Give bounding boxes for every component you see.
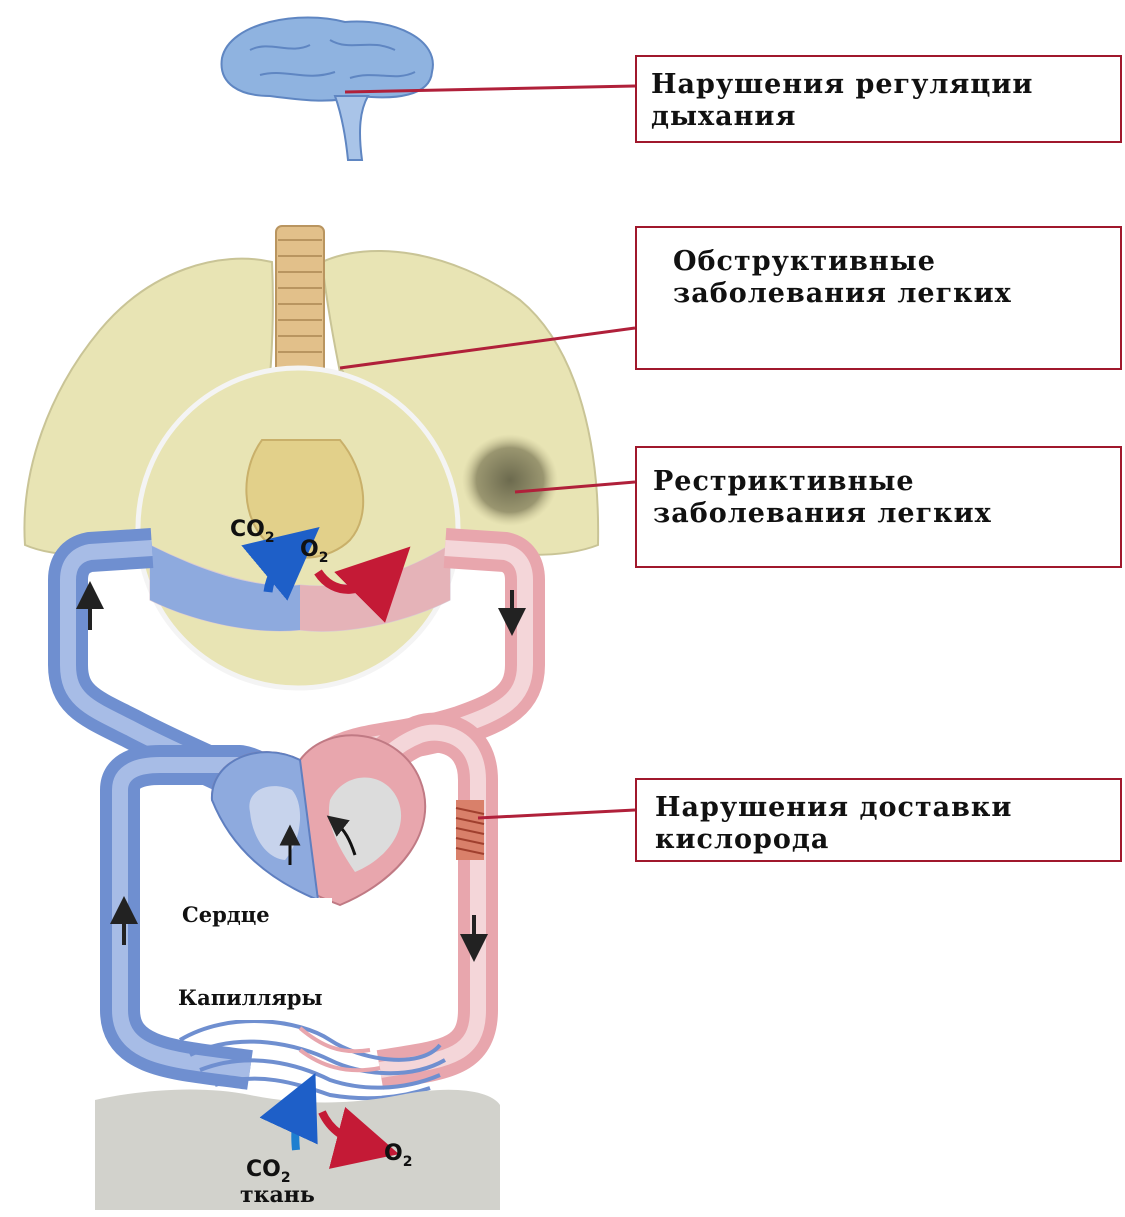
callout-delivery-line2: кислорода [655,824,1120,856]
alveolus-magnified-view [138,368,458,688]
callout-obstructive-diseases: Обструктивные заболевания легких [635,226,1122,370]
callout-obstructive-line2: заболевания легких [673,278,1120,310]
callout-oxygen-delivery: Нарушения доставки кислорода [635,778,1122,862]
callout-restrictive-line1: Рестриктивные [653,466,1120,498]
callout-restrictive-diseases: Рестриктивные заболевания легких [635,446,1122,568]
callout-regulation-disorders: Нарушения регуляции дыхания [635,55,1122,143]
callout-delivery-line1: Нарушения доставки [655,792,1120,824]
heart-label: Сердце [178,898,332,934]
callout-regulation-line1: Нарушения регуляции [651,69,1120,101]
vessel-stenosis-marker [456,800,484,860]
callout-regulation-line2: дыхания [651,101,1120,133]
callout-obstructive-line1: Обструктивные [673,246,1120,278]
callout-restrictive-line2: заболевания легких [653,498,1120,530]
tissue-label: ткань [240,1180,360,1212]
capillaries-label: Капилляры [174,980,418,1020]
brain-illustration [222,18,433,161]
heart-illustration [212,735,425,905]
